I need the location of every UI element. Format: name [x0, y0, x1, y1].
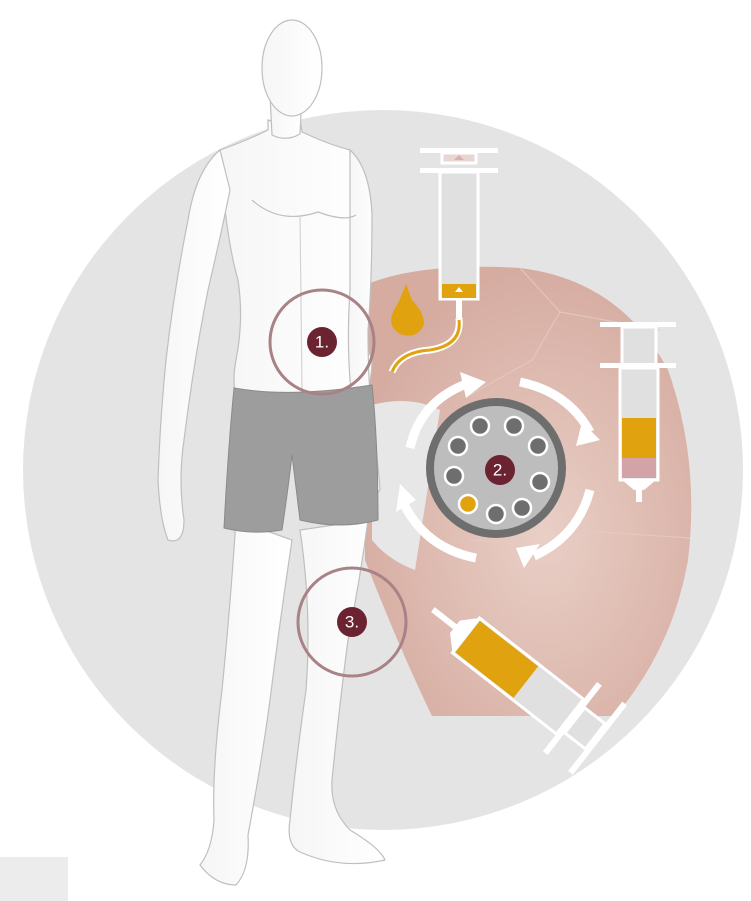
shorts — [224, 385, 378, 532]
corner-box — [0, 857, 68, 901]
step2-label: 2. — [493, 461, 507, 480]
step1-label: 1. — [315, 333, 329, 352]
step3-label: 3. — [345, 613, 359, 632]
